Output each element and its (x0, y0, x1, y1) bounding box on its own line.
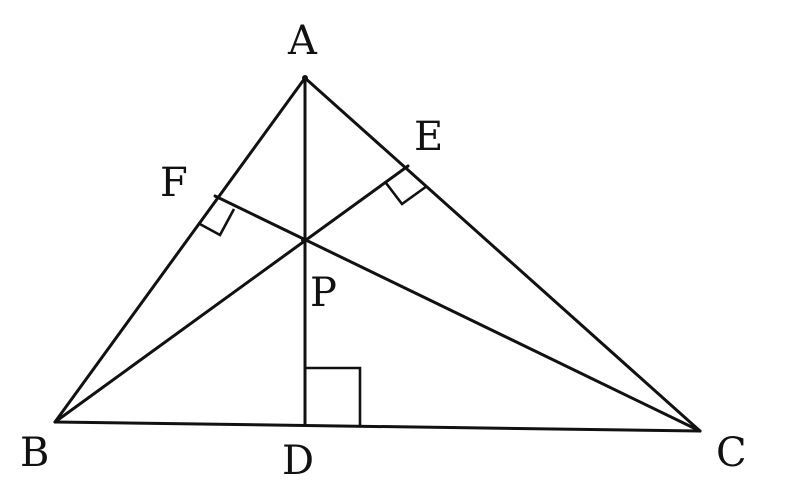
right-angle-marker-d (305, 366, 362, 425)
altitude-be (53, 164, 410, 424)
right-angle-marker-f (197, 208, 236, 237)
label-b: B (20, 430, 49, 476)
label-p: P (310, 270, 337, 316)
label-a: A (287, 18, 318, 64)
vertex-dot-a (302, 75, 308, 81)
side-bc (53, 420, 702, 433)
side-ac (303, 76, 702, 433)
label-f: F (160, 160, 188, 206)
label-c: C (716, 430, 747, 476)
side-ab (53, 76, 307, 424)
right-angle-marker-e (384, 182, 428, 206)
label-d: D (282, 438, 314, 484)
altitude-cf (213, 194, 702, 433)
label-e: E (414, 114, 443, 160)
vertex-dot-p (301, 237, 307, 243)
